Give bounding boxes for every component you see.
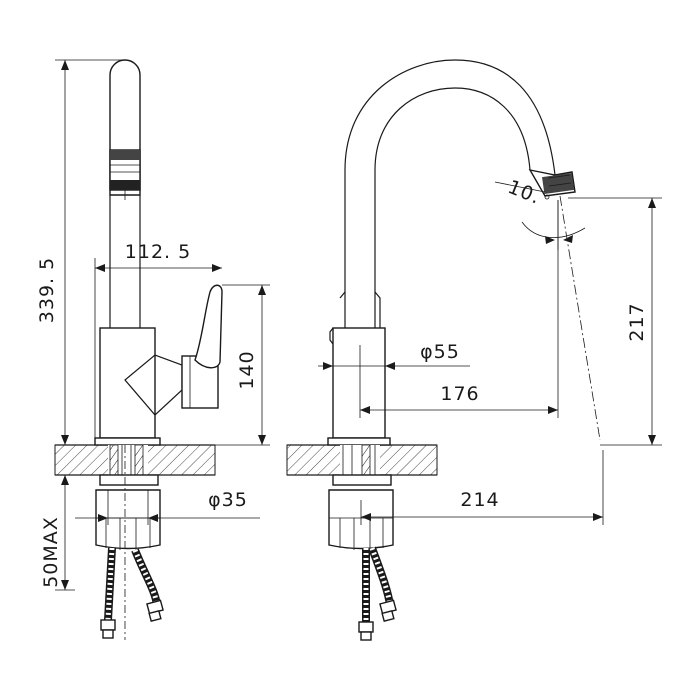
label-height-total: 339. 5	[36, 257, 58, 323]
dimension-spout-reach-left: 112. 5	[94, 241, 222, 438]
dimension-outlet-height: 217	[568, 197, 662, 446]
label-spout-reach-left: 112. 5	[125, 241, 191, 263]
dimension-height-total: 339. 5	[36, 59, 125, 446]
gooseneck-spout	[344, 59, 556, 328]
label-outlet-height: 217	[626, 302, 648, 341]
side-view	[54, 59, 223, 640]
lever-handle	[194, 284, 223, 369]
dimension-deck-max: 50MAX	[40, 474, 75, 591]
dimension-body-dia: φ55	[318, 341, 470, 370]
label-deck-max: 50MAX	[40, 516, 62, 588]
label-lever-height: 140	[236, 350, 258, 389]
label-body-dia: φ55	[420, 341, 460, 363]
aerator-band	[110, 150, 140, 160]
dimension-shank-dia: φ35	[75, 489, 260, 525]
dimension-reach-176: 176	[359, 200, 559, 418]
label-reach-214: 214	[460, 489, 499, 511]
dimension-lever-height: 140	[215, 284, 270, 446]
front-view	[286, 59, 601, 641]
label-shank-dia: φ35	[208, 489, 248, 511]
dimension-reach-214: 214	[360, 450, 604, 525]
hose-braid	[109, 444, 119, 476]
label-reach-176: 176	[440, 383, 479, 405]
faucet-body-right	[332, 327, 386, 439]
mounting-nut	[95, 489, 161, 550]
